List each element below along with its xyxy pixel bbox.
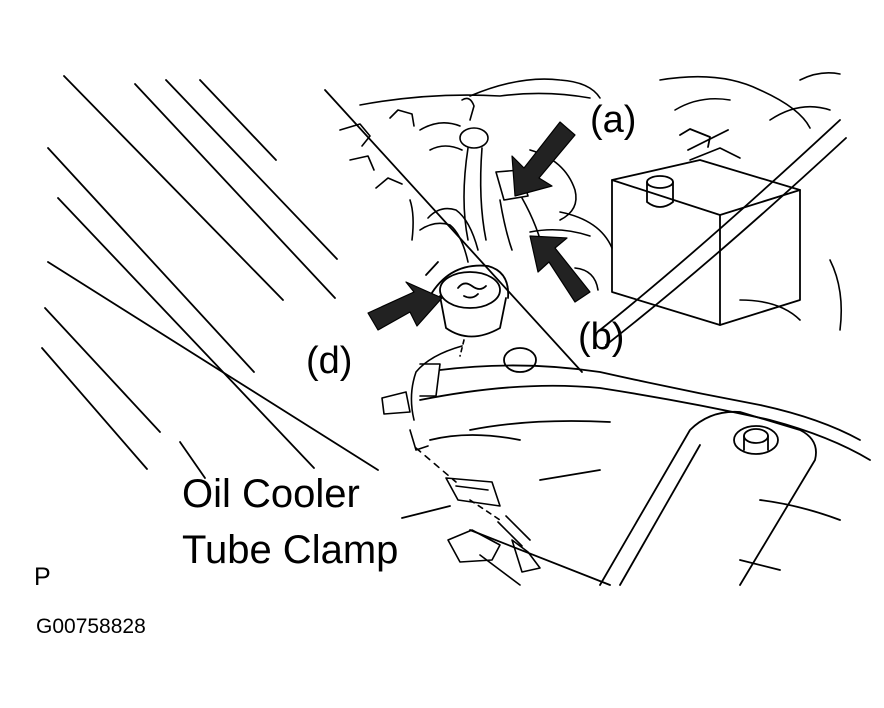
figure-id: G00758828 <box>36 615 146 638</box>
engine-background <box>339 72 843 331</box>
battery-box <box>599 119 847 346</box>
pointer-arrows <box>367 121 591 331</box>
arrow-d-icon <box>367 281 443 331</box>
firewall-edge <box>324 89 583 373</box>
clamp-label-line1: Oil Cooler <box>182 472 360 516</box>
callout-a-label: (a) <box>590 99 637 141</box>
callout-d-label: (d) <box>306 340 353 382</box>
clamp-label-line2: Tube Clamp <box>182 528 399 572</box>
arrow-a-icon <box>511 121 576 197</box>
connector-guide <box>459 339 465 357</box>
view-marker: P <box>34 563 51 591</box>
round-connector <box>425 261 510 338</box>
fender-hatch-lines <box>41 75 379 479</box>
crossmember <box>419 347 871 586</box>
callout-b-label: (b) <box>578 316 625 358</box>
arrow-b-icon <box>529 235 591 303</box>
oil-cooler-tube-clamp <box>381 345 541 586</box>
